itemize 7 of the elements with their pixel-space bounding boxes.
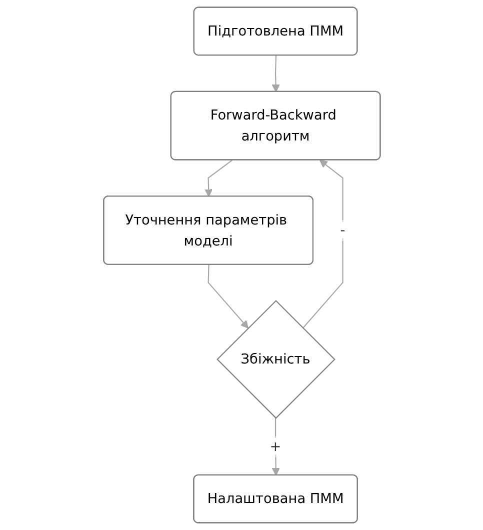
node-diamond: Збіжність [216,300,335,419]
edge-label: + [269,438,281,454]
arrow [204,160,232,197]
arrow [271,56,280,92]
edge-label: - [340,222,345,238]
arrow [207,264,248,328]
arrow [302,160,343,328]
